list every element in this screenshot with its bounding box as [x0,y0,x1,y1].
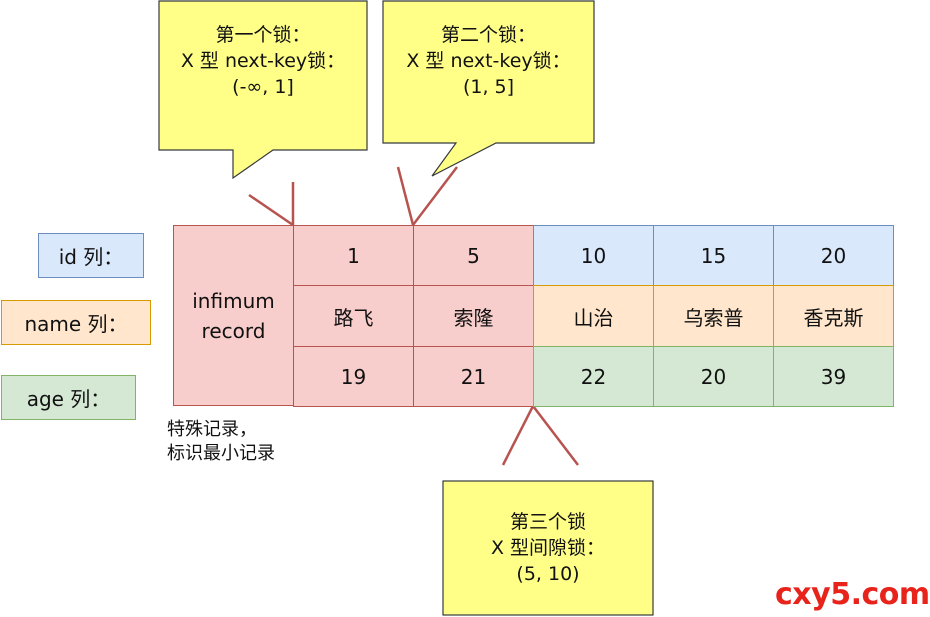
row-label-name: name 列： [1,300,151,345]
infimum-record-cell: infimum record [173,225,294,406]
record-age-cell: 22 [533,346,654,407]
callout-shapes [158,0,654,616]
record-name-cell: 乌索普 [653,285,774,347]
record-id-cell: 5 [413,225,534,286]
callout-3-shape [442,480,654,616]
callout-2-shape [382,0,595,177]
row-label-id: id 列： [38,233,144,278]
row-label-age: age 列： [1,375,136,420]
lock-boundary-marker-1 [248,182,295,228]
record-name-cell: 香克斯 [773,285,894,347]
infimum-caption: 特殊记录， 标识最小记录 [167,419,275,464]
lock-boundary-marker-2 [396,166,458,228]
callout-1-text: 第一个锁： X 型 next-key锁： (-∞, 1] [180,24,346,98]
record-id-cell: 1 [293,225,414,286]
record-name-cell: 索隆 [413,285,534,347]
record-id-cell: 15 [653,225,774,286]
lock-boundary-marker-3 [501,403,579,466]
callout-3-text: 第三个锁 X 型间隙锁： (5, 10) [490,511,606,585]
record-age-cell: 19 [293,346,414,407]
callout-1-shape [158,0,368,180]
record-age-cell: 21 [413,346,534,407]
record-age-cell: 39 [773,346,894,407]
record-age-cell: 20 [653,346,774,407]
watermark-text: cxy5.com [775,577,930,612]
record-name-cell: 山治 [533,285,654,347]
callout-2-text: 第二个锁： X 型 next-key锁： (1, 5] [406,24,571,98]
record-name-cell: 路飞 [293,285,414,347]
record-id-cell: 20 [773,225,894,286]
record-id-cell: 10 [533,225,654,286]
